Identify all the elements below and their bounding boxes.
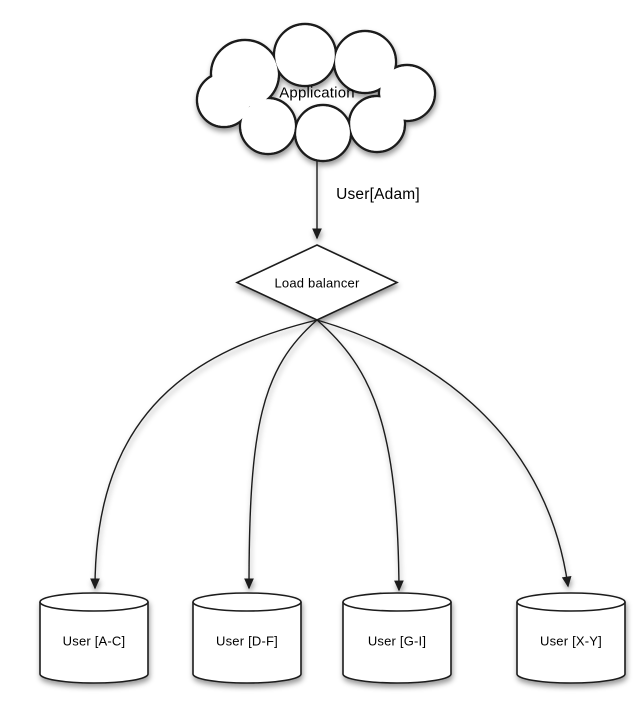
shard-1-label: User [D-F] (216, 633, 278, 649)
shard-2-label: User [G-I] (367, 633, 427, 649)
shard-1-cylinder-shape (192, 592, 302, 684)
edge-lb-to-shard-2-arrow (316, 319, 404, 592)
shard-2-cylinder-shape (342, 592, 452, 684)
shard-0-cylinder-shape (39, 592, 149, 684)
edge-lb-to-shard-0-arrow (90, 319, 318, 590)
shard-3-label: User [X-Y] (540, 633, 602, 649)
shard-3-cylinder-shape (516, 592, 626, 684)
edge-user-adam-label: User[Adam] (336, 186, 420, 203)
shard-0-label: User [A-C] (62, 633, 126, 649)
edge-lb-to-shard-1-arrow (244, 319, 318, 590)
application-cloud-shape (195, 22, 437, 163)
load-balancer-node-label: Load balancer (274, 275, 360, 291)
edge-lb-to-shard-3-arrow (316, 319, 572, 588)
application-node-label: Application (279, 84, 355, 102)
